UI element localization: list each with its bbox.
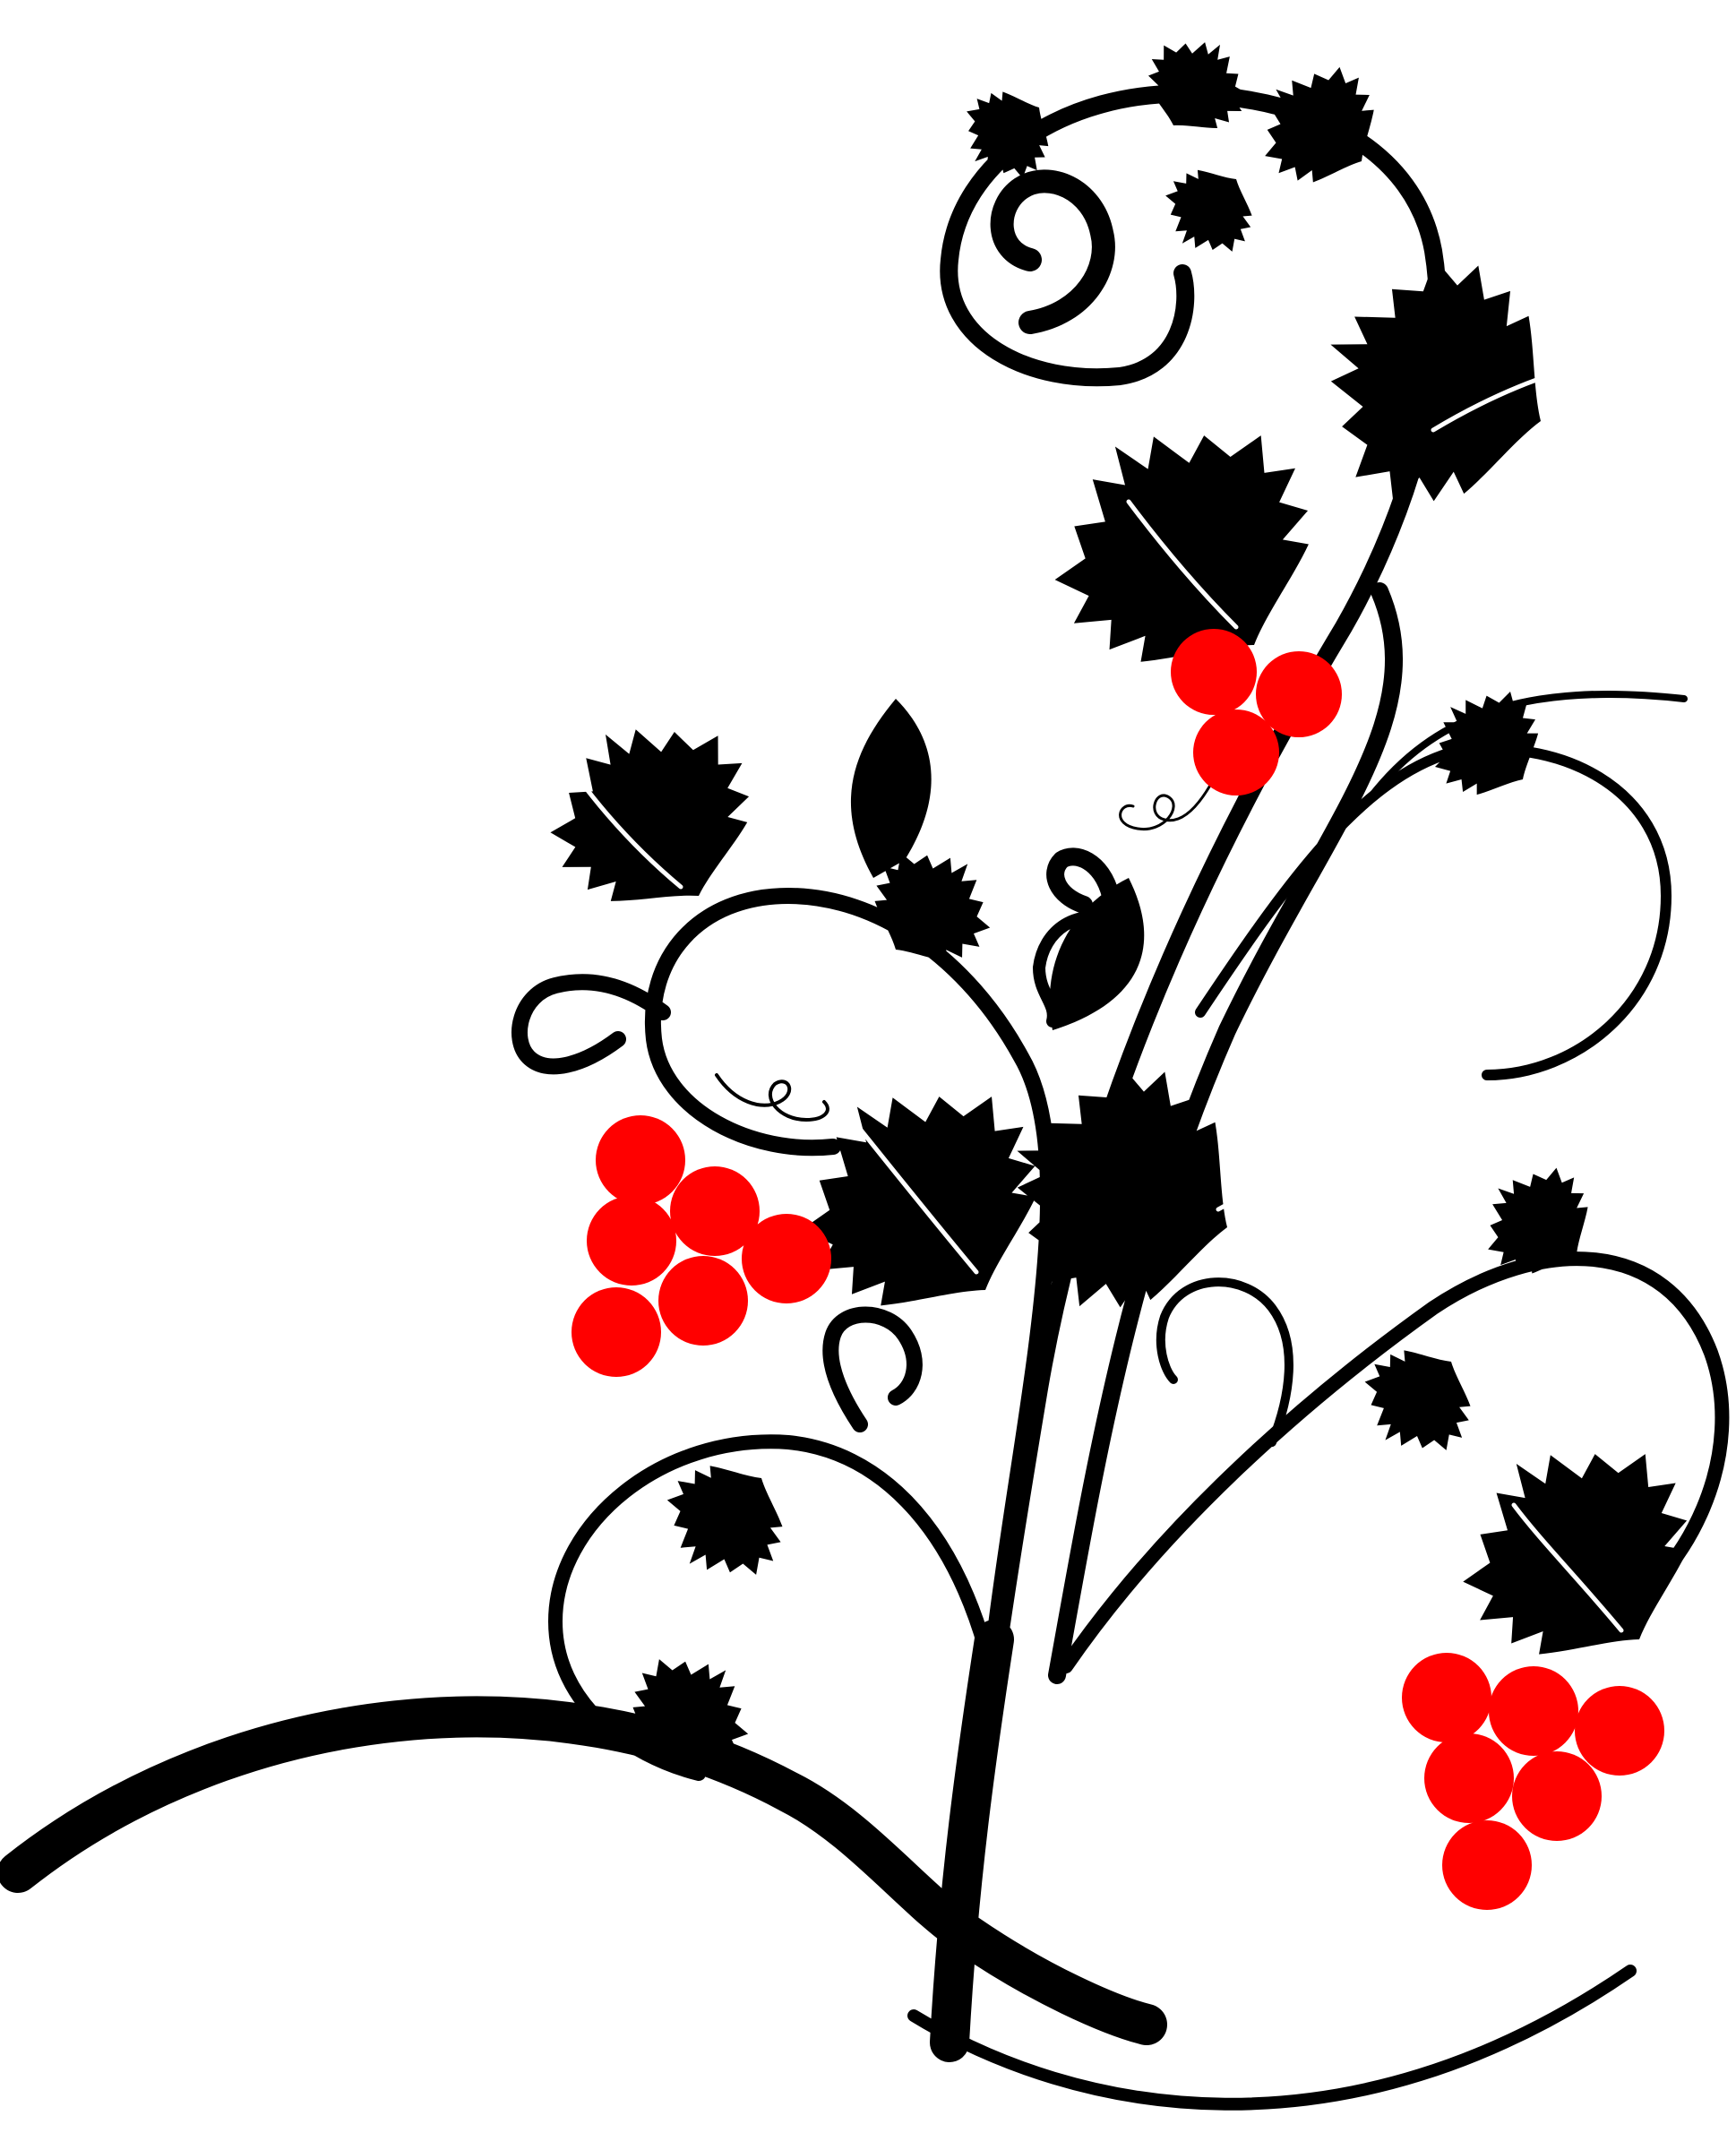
leaf-veins	[553, 347, 1669, 1633]
berry-cluster-left	[572, 1115, 831, 1377]
stem-secondary	[1048, 582, 1403, 1684]
stem-ground-right	[907, 1965, 1637, 2111]
berry	[572, 1287, 661, 1377]
stem-trunk-base	[930, 1620, 1014, 2062]
leaf-13	[1341, 1324, 1495, 1477]
leaf-18	[1049, 878, 1145, 1030]
curl-mid	[1046, 847, 1120, 914]
tendril-top	[1119, 769, 1220, 831]
leaf-9	[974, 1033, 1270, 1345]
leaf-3	[1235, 41, 1402, 210]
tendril-left	[715, 1073, 829, 1122]
branch-upper	[1195, 744, 1672, 1080]
leaf-5	[1146, 149, 1272, 274]
leaf-17	[850, 699, 932, 878]
branch-left	[644, 887, 1057, 1647]
berry	[1512, 1751, 1602, 1841]
berry	[587, 1196, 676, 1286]
branch-swoop	[547, 1434, 993, 1781]
berry	[1256, 651, 1342, 737]
berry-cluster-right	[1402, 1653, 1664, 1910]
berry	[658, 1256, 748, 1346]
berry	[1575, 1686, 1664, 1776]
leaf-4	[1128, 18, 1266, 152]
berry	[596, 1115, 685, 1205]
berry	[742, 1214, 831, 1303]
curl-center	[822, 1306, 923, 1432]
leaves	[515, 18, 1736, 1796]
stem-ground-left	[0, 1696, 1167, 2045]
berry	[670, 1166, 760, 1256]
berry	[1402, 1653, 1491, 1742]
stems	[0, 84, 1730, 2111]
leaf-1	[1287, 227, 1584, 538]
curl-top	[990, 169, 1115, 334]
berries	[572, 629, 1664, 1910]
curl-right	[1156, 1277, 1293, 1447]
berry	[1193, 710, 1279, 796]
berry	[1171, 629, 1257, 715]
berry	[1489, 1666, 1578, 1756]
berry	[1424, 1733, 1514, 1823]
berry-cluster-top	[1171, 629, 1342, 796]
curl-left	[511, 974, 671, 1075]
berry	[1442, 1820, 1532, 1910]
